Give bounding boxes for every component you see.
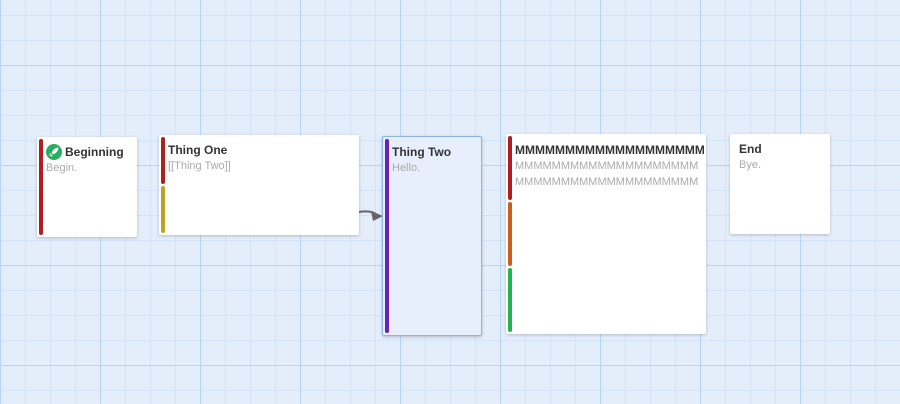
passage-excerpt: Begin. (46, 162, 78, 174)
rocket-icon (46, 144, 62, 160)
passage-excerpt: [[Thing Two]] (168, 160, 231, 172)
tag-stripe-green (508, 268, 512, 332)
link-thing-one-to-thing-two (358, 210, 378, 216)
passage-excerpt: Hello. (392, 162, 421, 174)
tag-stripes (161, 137, 165, 233)
tag-stripe-red (161, 137, 165, 184)
passage-end[interactable]: End Bye. (730, 134, 830, 234)
tag-stripes (508, 136, 512, 332)
passage-title: End (739, 142, 762, 156)
tag-stripes (385, 139, 389, 333)
passage-beginning[interactable]: Beginning Begin. (37, 137, 137, 237)
passage-thing-one[interactable]: Thing One [[Thing Two]] (159, 135, 359, 235)
passage-excerpt: MMMMMMMMMMMMMMMMMMMMMMMMMMMMMMMMMMMMMMMM… (515, 160, 699, 188)
tag-stripe-orange (508, 202, 512, 266)
passage-title: Beginning (65, 145, 124, 159)
passage-title: Thing One (168, 143, 228, 157)
tag-stripes (39, 139, 43, 235)
passage-excerpt: Bye. (739, 159, 762, 171)
passage-thing-two[interactable]: Thing Two Hello. (382, 136, 482, 336)
tag-stripe-red (508, 136, 512, 200)
passage-title: Thing Two (392, 145, 452, 159)
passage-title: MMMMMMMMMMMMMMMMMMMMMMMMMM (515, 143, 704, 157)
tag-stripe-purple (385, 139, 389, 333)
tag-stripe-red (39, 139, 43, 235)
tag-stripe-yellow (161, 186, 165, 233)
